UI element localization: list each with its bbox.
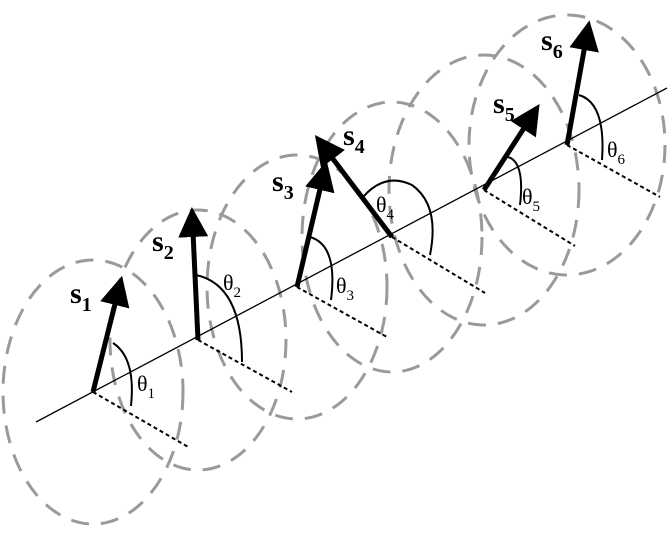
angle-arc-1	[112, 342, 133, 407]
angle-arc-6	[578, 94, 604, 161]
reference-line-5	[483, 189, 576, 247]
angle-arc-3	[309, 236, 334, 301]
site-4: s4 θ4	[314, 119, 486, 294]
site-circle-5	[387, 53, 581, 327]
site-circle-6	[467, 13, 667, 277]
angle-arc-5	[507, 156, 523, 206]
site-circle-1	[1, 258, 185, 526]
angle-label-2: θ2	[223, 270, 241, 301]
spin-label-2: s2	[152, 225, 174, 264]
angle-label-1: θ1	[137, 371, 155, 402]
site-6: s6 θ6	[541, 20, 661, 198]
site-3: s3 θ3	[272, 160, 388, 338]
site-1: s1 θ1	[70, 275, 191, 449]
spin-label-1: s1	[70, 277, 92, 316]
spin-arrow-2	[178, 207, 209, 341]
spin-arrow-3	[294, 160, 335, 288]
angle-label-6: θ6	[607, 137, 626, 168]
spin-arrow-4	[314, 135, 394, 239]
reference-line-3	[296, 286, 388, 338]
angle-label-3: θ3	[336, 273, 354, 304]
spin-label-3: s3	[272, 165, 294, 204]
spin-label-6: s6	[541, 24, 563, 63]
spin-arrow-1	[90, 275, 130, 393]
angle-label-5: θ5	[522, 184, 540, 215]
angle-arc-4	[362, 179, 434, 256]
reference-line-6	[566, 144, 661, 198]
chain-axis-line	[35, 87, 668, 423]
spin-arrow-5	[481, 104, 540, 192]
spin-arrow-6	[564, 20, 599, 146]
reference-line-2	[197, 339, 293, 393]
site-circle-4	[300, 100, 484, 374]
reference-line-1	[92, 391, 191, 449]
angle-arc-2	[195, 274, 243, 363]
spin-label-4: s4	[343, 119, 365, 158]
site-2: s2 θ2	[152, 207, 293, 393]
dashed-circles	[1, 13, 667, 526]
angle-label-4: θ4	[376, 192, 395, 223]
site-5: s5 θ5	[481, 87, 576, 247]
site-circle-3	[205, 153, 389, 421]
spin-label-5: s5	[493, 87, 515, 126]
